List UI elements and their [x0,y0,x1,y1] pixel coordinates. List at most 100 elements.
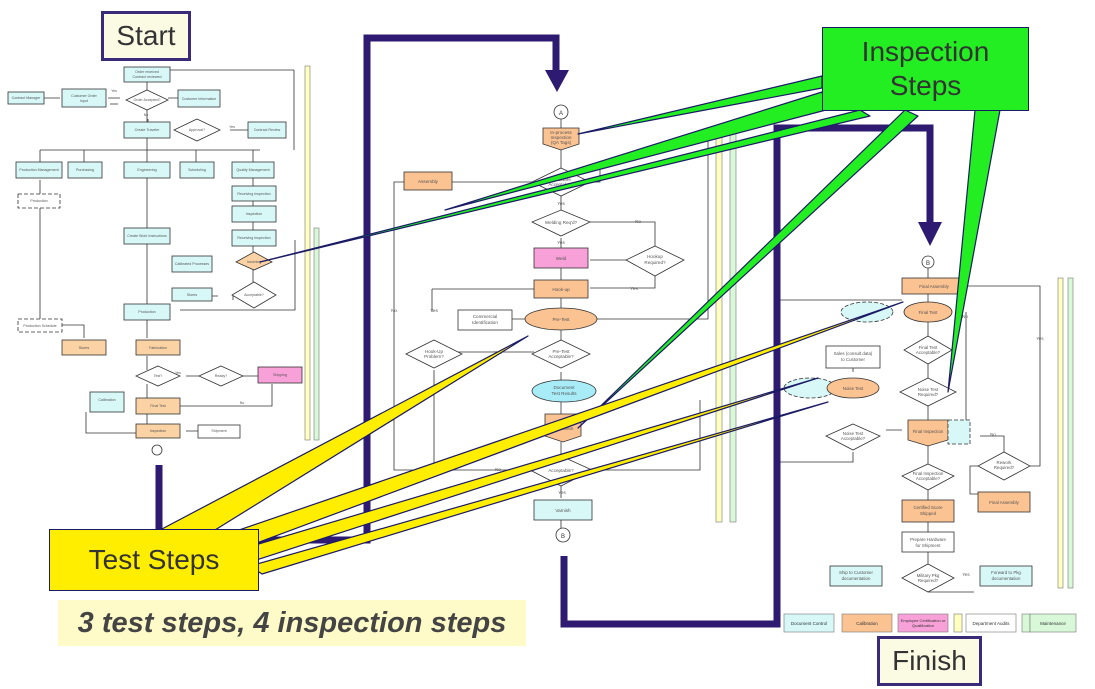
svg-text:Yes: Yes [111,89,117,93]
svg-text:Yes: Yes [229,125,235,129]
svg-text:Pre-Test: Pre-Test [552,317,570,322]
svg-text:Order Accepted?: Order Accepted? [134,98,161,102]
svg-text:A: A [559,111,563,117]
inspection-steps-label: Inspection Steps [822,27,1029,111]
svg-text:Welding Req'd?: Welding Req'd? [545,220,578,225]
legend-calibration: Calibration [856,620,878,626]
middle-flow: A B In-process Inspection (QA Tags) Asse… [391,104,709,543]
svg-text:No: No [962,314,968,319]
legend [783,613,1077,633]
svg-text:In-process: In-process [550,130,572,135]
svg-text:Production: Production [138,310,155,314]
svg-text:Input: Input [80,99,88,103]
svg-text:documentation: documentation [842,576,871,581]
svg-text:Acceptable?: Acceptable? [916,476,941,481]
svg-text:documentation: documentation [992,576,1021,581]
svg-text:Yes: Yes [1036,336,1044,341]
inspection-pointers [259,75,1001,429]
svg-text:Contract reviewed: Contract reviewed [133,75,162,79]
svg-text:Document: Document [554,385,576,390]
svg-text:Assembly: Assembly [418,179,439,184]
svg-text:Inspection: Inspection [150,429,166,433]
svg-text:Required?: Required? [994,465,1015,470]
svg-text:Acceptable?: Acceptable? [916,350,941,355]
test-steps-label: Test Steps [49,529,259,591]
svg-text:Acceptable?: Acceptable? [841,436,866,441]
svg-text:Final Inspection: Final Inspection [913,471,944,476]
legend-maintenance: Maintenance [1040,620,1066,626]
legend-audits: Department Audits [972,620,1010,626]
finish-label: Finish [877,636,982,686]
svg-text:Shipping: Shipping [273,373,287,377]
svg-text:Noise Test: Noise Test [843,431,864,436]
svg-text:Acceptable?: Acceptable? [244,293,264,297]
svg-text:Hook-up: Hook-up [552,287,570,292]
svg-text:No: No [240,401,245,405]
svg-text:Military Pkg: Military Pkg [917,573,940,578]
svg-text:to Customer: to Customer [841,357,865,362]
svg-text:Production Schedule: Production Schedule [23,324,56,328]
svg-text:Final Test: Final Test [919,310,938,315]
svg-text:Yes: Yes [430,308,438,313]
svg-text:No: No [635,219,641,224]
svg-text:Shipment: Shipment [211,429,226,433]
svg-text:Noise Test: Noise Test [918,387,939,392]
svg-text:Required?: Required? [918,392,939,397]
svg-text:Final Assembly: Final Assembly [919,284,949,289]
svg-text:Pre-Test: Pre-Test [552,349,570,354]
svg-text:Yes: Yes [557,240,565,245]
svg-text:Scheduling: Scheduling [188,168,206,172]
svg-text:Acceptable?: Acceptable? [548,468,574,473]
arrowhead-down [918,222,942,246]
arrowhead-down [545,70,569,92]
svg-text:Commercial: Commercial [473,314,498,319]
svg-text:B: B [561,534,565,540]
svg-text:Stores: Stores [187,293,198,297]
svg-text:Final Assembly: Final Assembly [989,500,1019,505]
svg-text:No: No [990,432,996,437]
svg-text:Prepare Hardware: Prepare Hardware [910,537,946,542]
svg-text:Final Inspection: Final Inspection [913,429,944,434]
svg-text:Required?: Required? [918,578,939,583]
svg-text:Contract Review: Contract Review [254,128,281,132]
svg-text:Identification: Identification [472,320,498,325]
svg-text:No: No [144,113,149,117]
svg-text:Yes: Yes [557,201,565,206]
svg-text:Receiving Inspection: Receiving Inspection [237,192,270,196]
legend-document-control: Document Control [790,620,828,626]
svg-text:Receiving Inspection: Receiving Inspection [237,236,270,240]
svg-text:(QA Tags): (QA Tags) [551,140,572,145]
svg-text:Incoming: Incoming [247,260,262,264]
svg-text:Production Management: Production Management [19,168,58,172]
svg-text:Acceptable?: Acceptable? [548,182,574,187]
svg-text:Yes: Yes [558,490,566,495]
svg-text:Production: Production [30,199,47,203]
svg-text:Stores: Stores [79,346,90,350]
svg-text:Final Test: Final Test [919,345,938,350]
svg-text:Calibrated Processes: Calibrated Processes [175,262,209,266]
svg-text:Shipped: Shipped [920,511,937,516]
svg-text:Order received: Order received [135,70,159,74]
svg-text:Varnish: Varnish [555,508,571,513]
svg-text:Sales (consult data): Sales (consult data) [834,351,873,356]
svg-text:Hookup: Hookup [647,254,663,259]
svg-text:B: B [926,261,930,267]
svg-text:Rework: Rework [997,460,1013,465]
left-flow: Order received Contract reviewed Contrac… [7,66,303,456]
svg-text:Contract Manager: Contract Manager [12,96,42,100]
svg-text:Inspection: Inspection [246,212,262,216]
svg-text:Ship to Customer: Ship to Customer [839,570,873,575]
svg-text:Customer Order: Customer Order [71,94,98,98]
svg-text:Required?: Required? [644,260,666,265]
svg-text:Noise Test: Noise Test [843,386,864,391]
svg-text:No: No [391,308,397,313]
svg-text:Customer Information: Customer Information [182,97,217,101]
svg-text:Yes: Yes [630,286,638,291]
svg-text:for Shipment: for Shipment [916,543,942,548]
svg-text:Acceptable?: Acceptable? [548,354,574,359]
right-flow: B Final Assembly Final Test Final Test A… [779,255,1044,593]
test-pointers [159,301,904,575]
flow-connector-arrows [155,34,934,628]
svg-text:Approval?: Approval? [189,128,205,132]
